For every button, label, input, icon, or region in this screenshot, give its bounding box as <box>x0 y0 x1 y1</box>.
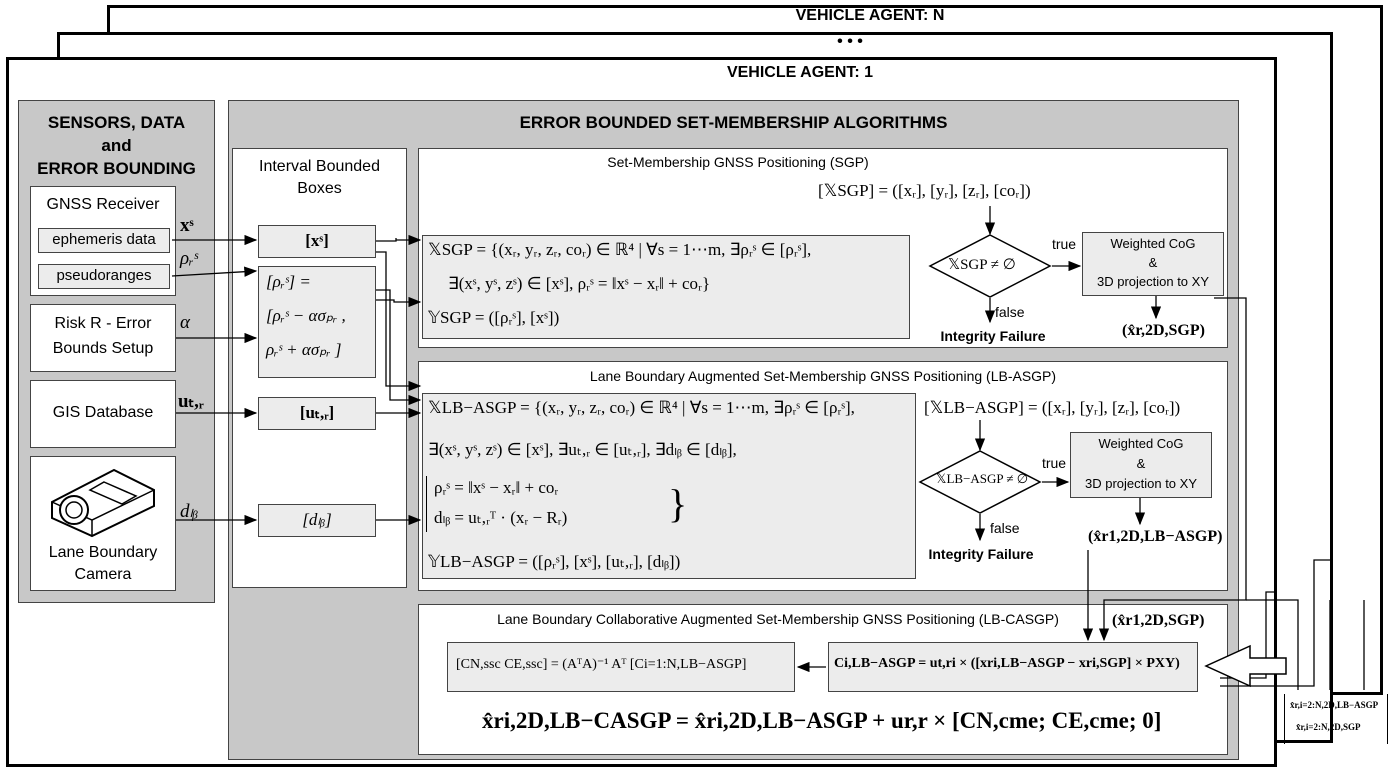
camera-label-line2: Camera <box>74 566 132 583</box>
sgp-cog-line1: Weighted CoG <box>1110 236 1196 251</box>
external-vector-line2: x̂r,i=2:N,2D,SGP <box>1296 722 1361 732</box>
lbasgp-condition: 𝕏LB−ASGP ≠ ∅ <box>936 471 1029 486</box>
lbasgp-equations-box <box>422 393 916 579</box>
lbcasgp-c-box <box>828 642 1198 692</box>
sensors-title-line1: SENSORS, DATA <box>47 113 186 132</box>
lbcasgp-eq-final: x̂ri,2D,LB−CASGP = x̂ri,2D,LB−ASGP + ur,… <box>482 708 1162 733</box>
lbasgp-cog-line1: Weighted CoG <box>1098 436 1184 451</box>
sensors-title-line3: ERROR BOUNDING <box>37 159 196 178</box>
sgp-eq2: ∃(xˢ, yˢ, zˢ) ∈ [xˢ], ρᵣˢ = ‖xˢ − xᵣ‖ + … <box>448 274 711 293</box>
lbasgp-output: (x̂r1,2D,LB−ASGP) <box>1088 528 1223 545</box>
lbasgp-cog-line2: & <box>1136 456 1146 471</box>
lbcasgp-eq-c: Ci,LB−ASGP = ut,ri × ([xri,LB−ASGP − xri… <box>834 656 1180 671</box>
gis-database-label: GIS Database <box>52 404 154 421</box>
signal-utr-label: uₜ,ᵣ <box>178 391 204 412</box>
risk-label-line1: Risk R - Error <box>54 315 152 332</box>
vehicle-agent-1-title: VEHICLE AGENT: 1 <box>726 64 874 81</box>
lbasgp-false-label: false <box>990 520 1020 536</box>
lbasgp-cog-line3: 3D projection to XY <box>1084 476 1197 491</box>
pseudoranges-box: pseudoranges <box>38 264 170 289</box>
vehicle-agent-n-title: VEHICLE AGENT: N <box>795 7 945 24</box>
lbasgp-integrity-failure: Integrity Failure <box>928 546 1034 562</box>
external-vector-box <box>1284 694 1388 744</box>
interval-box-utr: [uₜ,ᵣ] <box>258 397 376 430</box>
sgp-decision-diamond <box>928 234 1052 298</box>
interval-box-rho-line3: ρᵣˢ + ασₚᵣ ] <box>266 340 342 359</box>
sgp-box-result: [𝕏SGP] = ([xᵣ], [yᵣ], [zᵣ], [coᵣ]) <box>818 181 1031 200</box>
lbasgp-eq5: 𝕐LB−ASGP = ([ρᵣˢ], [xˢ], [uₜ,ᵣ], [dₗᵦ]) <box>428 552 681 571</box>
gis-database-box <box>30 380 176 448</box>
external-vector-line1: x̂r,i=2:N,2D,LB−ASGP <box>1290 700 1379 710</box>
sgp-output: (x̂r,2D,SGP) <box>1122 322 1205 339</box>
interval-box-dlb: [dₗᵦ] <box>258 504 376 537</box>
lbcasgp-ls-box <box>447 642 795 692</box>
ephemeris-data-box: ephemeris data <box>38 228 170 253</box>
interval-box-rho-line1: [ρᵣˢ] = <box>266 272 311 291</box>
sgp-false-label: false <box>995 304 1025 320</box>
sgp-true-label: true <box>1051 236 1077 252</box>
lbcasgp-title: Lane Boundary Collaborative Augmented Se… <box>497 611 1059 627</box>
gnss-receiver-label: GNSS Receiver <box>46 196 160 213</box>
sgp-cog-line3: 3D projection to XY <box>1096 274 1209 289</box>
sgp-eq3: 𝕐SGP = ([ρᵣˢ], [xˢ]) <box>428 308 560 327</box>
signal-rho-label: ρᵣˢ <box>180 248 198 269</box>
signal-alpha-label: α <box>180 312 190 333</box>
algorithms-title: ERROR BOUNDED SET-MEMBERSHIP ALGORITHMS <box>519 113 948 132</box>
signal-dlb-label: dₗᵦ <box>180 501 199 522</box>
risk-label-line2: Bounds Setup <box>52 340 154 357</box>
sgp-cog-line2: & <box>1148 255 1158 270</box>
lbasgp-box-result: [𝕏LB−ASGP] = ([xᵣ], [yᵣ], [zᵣ], [coᵣ]) <box>924 398 1181 417</box>
camera-label-line1: Lane Boundary <box>48 544 158 561</box>
lbasgp-eq2: ∃(xˢ, yˢ, zˢ) ∈ [xˢ], ∃uₜ,ᵣ ∈ [uₜ,ᵣ], ∃d… <box>428 440 737 459</box>
ibb-title-line2: Boxes <box>297 180 342 197</box>
ellipsis-label: • • • <box>837 33 863 50</box>
sensors-title-line2: and <box>101 136 132 155</box>
interval-box-rho <box>258 266 376 378</box>
lbasgp-eq3: ρᵣˢ = ‖xˢ − xᵣ‖ + coᵣ <box>434 478 559 497</box>
lbasgp-brace-left <box>426 476 429 532</box>
lbasgp-title: Lane Boundary Augmented Set-Membership G… <box>589 368 1057 384</box>
lbasgp-eq4: dₗᵦ = uₜ,ᵣᵀ · (xᵣ − Rᵣ) <box>434 508 568 527</box>
interval-box-xs: [xˢ] <box>258 225 376 258</box>
signal-xs-label: xˢ <box>180 215 194 236</box>
camera-icon <box>51 468 155 538</box>
sgp-cog-box <box>1082 232 1224 296</box>
sgp-title: Set-Membership GNSS Positioning (SGP) <box>607 154 869 170</box>
sgp-integrity-failure: Integrity Failure <box>940 328 1046 344</box>
risk-box <box>30 304 176 372</box>
interval-box-rho-line2: [ρᵣˢ − ασₚᵣ , <box>266 306 346 325</box>
sgp-equations-box <box>422 235 910 339</box>
lbcasgp-input-sgp: (x̂r1,2D,SGP) <box>1112 612 1205 629</box>
lbasgp-true-label: true <box>1041 455 1067 471</box>
lbasgp-decision-diamond <box>918 450 1042 514</box>
lbasgp-eq1: 𝕏LB−ASGP = {(xᵣ, yᵣ, zᵣ, coᵣ) ∈ ℝ⁴ | ∀s … <box>428 398 855 417</box>
lbcasgp-eq-ls: [CN,ssc CE,ssc] = (AᵀA)⁻¹ Aᵀ [Ci=1:N,LB−… <box>456 657 747 672</box>
sgp-condition: 𝕏SGP ≠ ∅ <box>948 257 1016 273</box>
sgp-eq1: 𝕏SGP = {(xᵣ, yᵣ, zᵣ, coᵣ) ∈ ℝ⁴ | ∀s = 1⋯… <box>428 240 812 259</box>
ibb-title-line1: Interval Bounded <box>259 158 380 175</box>
lbasgp-brace-right: } <box>668 481 688 526</box>
